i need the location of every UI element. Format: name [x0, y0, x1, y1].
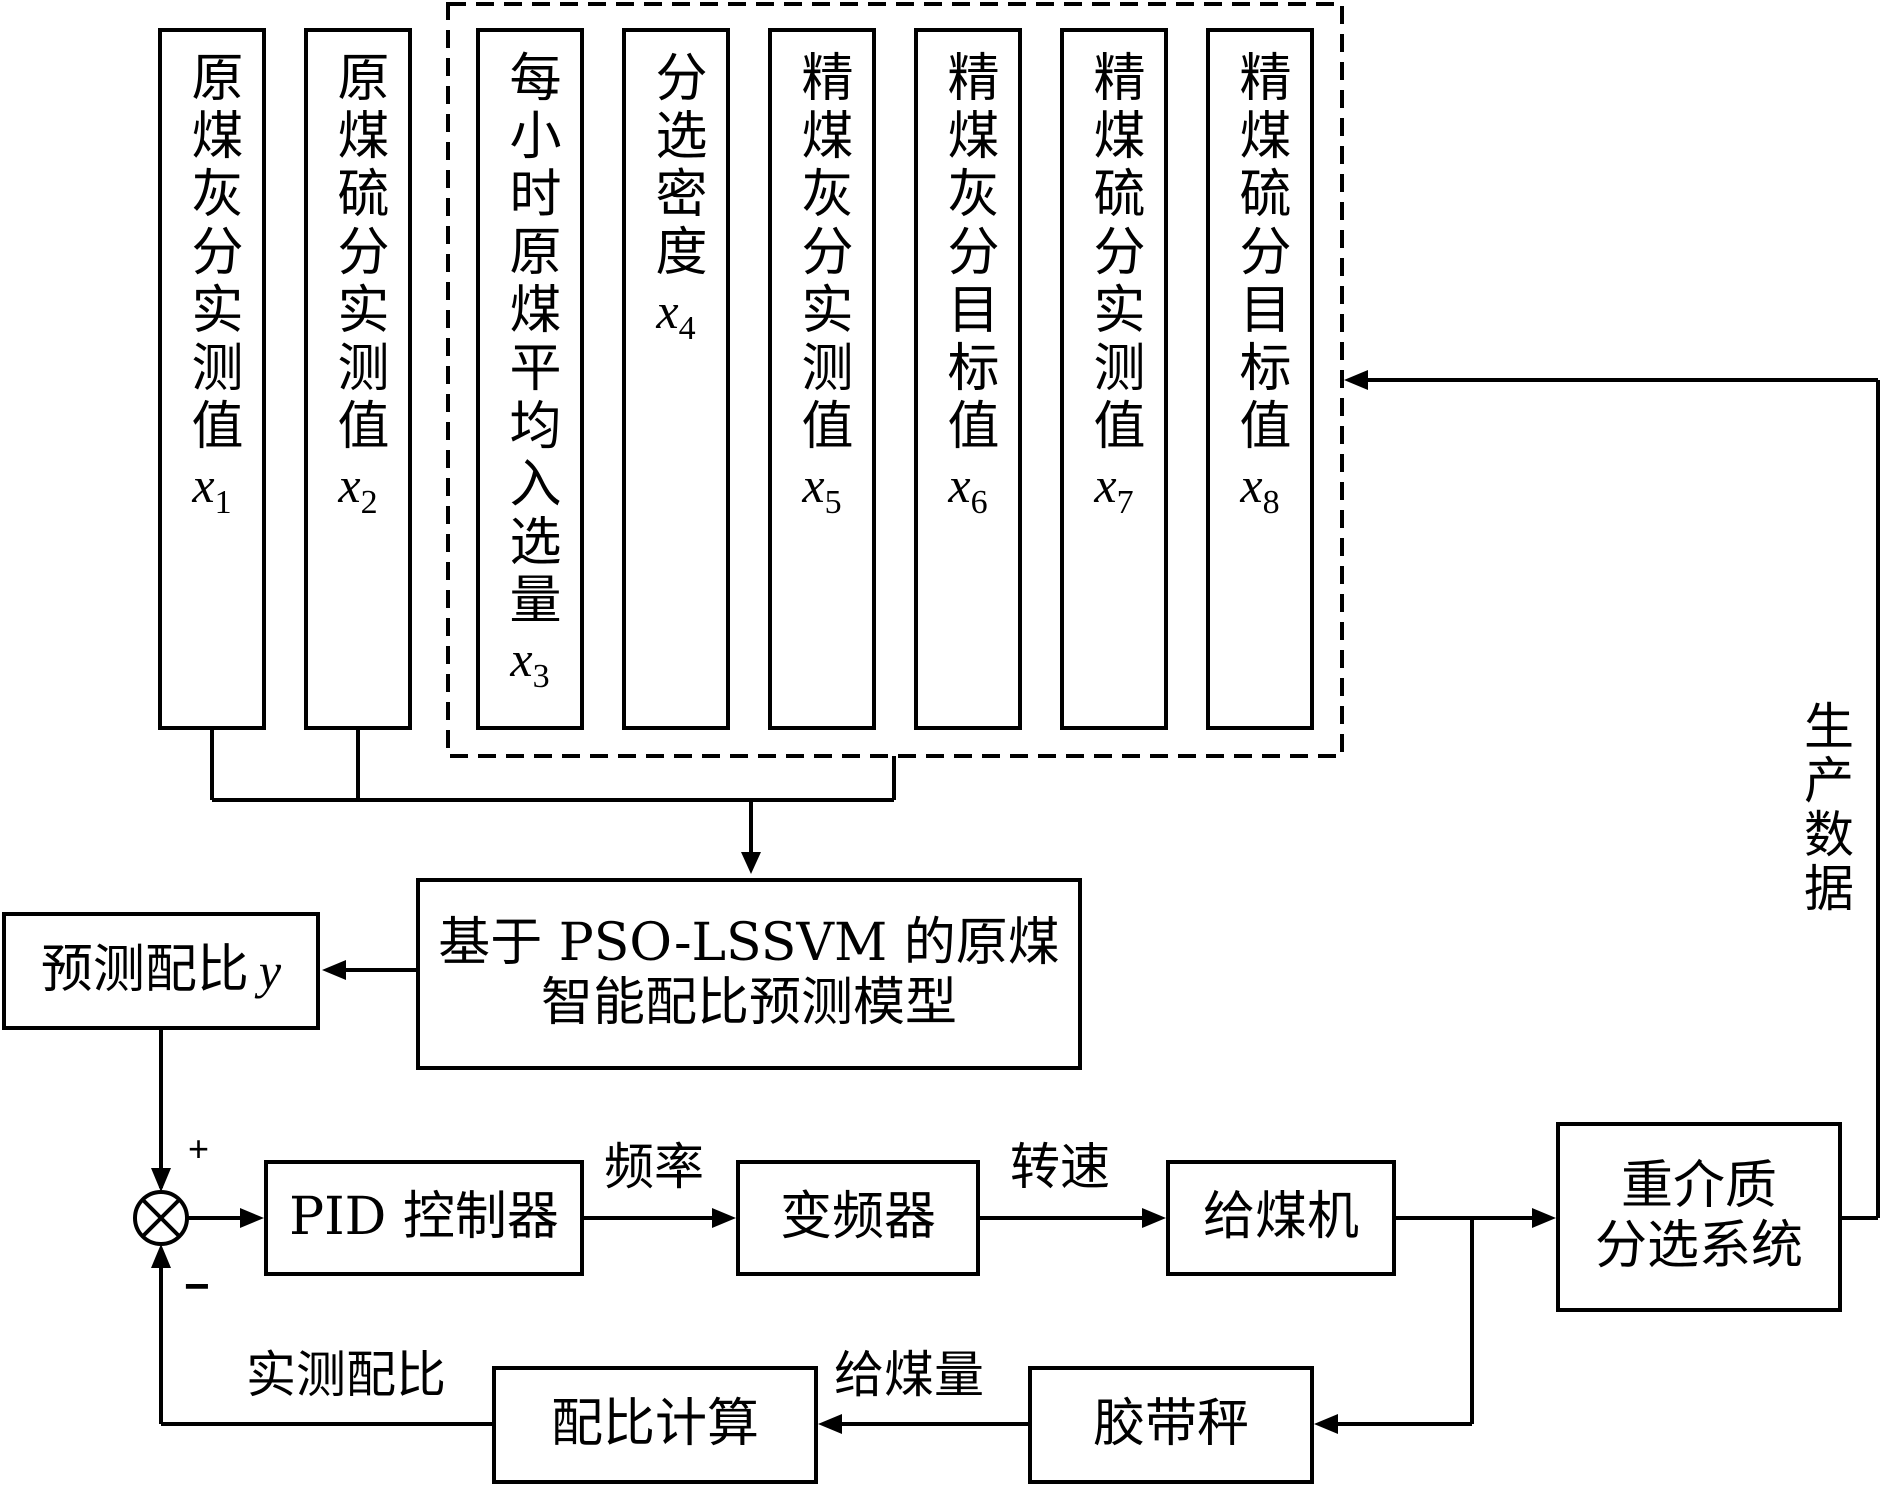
input-box-x6: 精煤灰分目标值 x6 — [914, 28, 1022, 730]
input-var-x2: x2 — [338, 457, 378, 521]
minus-sign: − — [184, 1262, 210, 1311]
input-var-x6: x6 — [948, 457, 988, 521]
belt-scale-label: 胶带秤 — [1092, 1394, 1249, 1455]
plus-sign: + — [188, 1128, 210, 1169]
input-box-x7: 精煤硫分实测值 x7 — [1060, 28, 1168, 730]
input-var-x5: x5 — [802, 457, 842, 521]
input-var-x7: x7 — [1094, 457, 1134, 521]
feeder-label: 给煤机 — [1202, 1187, 1359, 1248]
speed-label: 转速 — [1010, 1138, 1110, 1196]
ratio-calc-box: 配比计算 — [492, 1366, 818, 1484]
input-box-x8: 精煤硫分目标值 x8 — [1206, 28, 1314, 730]
input-label-x1: 原煤灰分实测值 — [182, 50, 242, 456]
predicted-ratio-var: y — [258, 943, 282, 999]
freq-label: 频率 — [604, 1138, 704, 1196]
input-label-x7: 精煤硫分实测值 — [1084, 50, 1144, 456]
vfd-box: 变频器 — [736, 1160, 980, 1276]
dms-line-2: 分选系统 — [1594, 1216, 1803, 1276]
dms-box: 重介质 分选系统 — [1556, 1122, 1842, 1312]
input-var-x3: x3 — [510, 631, 550, 695]
input-box-x3: 每小时原煤平均入选量 x3 — [476, 28, 584, 730]
input-label-x8: 精煤硫分目标值 — [1230, 50, 1290, 456]
ratio-calc-label: 配比计算 — [550, 1394, 759, 1455]
input-box-x5: 精煤灰分实测值 x5 — [768, 28, 876, 730]
predicted-ratio-label: 预测配比 — [40, 940, 249, 1001]
model-line-1: 基于 PSO-LSSVM 的原煤 — [438, 913, 1060, 974]
pid-controller-label: PID 控制器 — [289, 1187, 559, 1248]
input-var-x4: x4 — [656, 283, 696, 347]
input-var-x1: x1 — [192, 457, 232, 521]
input-label-x3: 每小时原煤平均入选量 — [500, 50, 560, 630]
feed-amount-label: 给煤量 — [834, 1346, 984, 1404]
predicted-ratio-box: 预测配比 y — [2, 912, 320, 1030]
model-line-2: 智能配比预测模型 — [540, 973, 957, 1033]
production-data-label: 生产数据 — [1796, 700, 1854, 916]
vfd-label: 变频器 — [779, 1187, 936, 1248]
pid-controller-box: PID 控制器 — [264, 1160, 584, 1276]
input-label-x4: 分选密度 — [646, 50, 706, 282]
input-label-x5: 精煤灰分实测值 — [792, 50, 852, 456]
input-box-x4: 分选密度 x4 — [622, 28, 730, 730]
measured-ratio-label: 实测配比 — [246, 1346, 446, 1404]
belt-scale-box: 胶带秤 — [1028, 1366, 1314, 1484]
feeder-box: 给煤机 — [1166, 1160, 1396, 1276]
prediction-model-box: 基于 PSO-LSSVM 的原煤 智能配比预测模型 — [416, 878, 1082, 1070]
dms-line-1: 重介质 — [1620, 1156, 1777, 1217]
input-box-x1: 原煤灰分实测值 x1 — [158, 28, 266, 730]
input-var-x8: x8 — [1240, 457, 1280, 521]
dashed-group-border — [446, 2, 1344, 758]
input-label-x6: 精煤灰分目标值 — [938, 50, 998, 456]
input-box-x2: 原煤硫分实测值 x2 — [304, 28, 412, 730]
input-label-x2: 原煤硫分实测值 — [328, 50, 388, 456]
